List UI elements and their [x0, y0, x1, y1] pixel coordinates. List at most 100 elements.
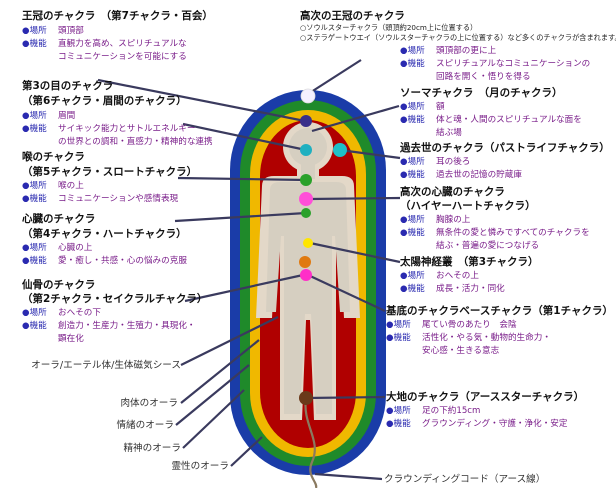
svg-text:●機能: ●機能 — [400, 282, 425, 294]
svg-text:の世界との調和・直感力・精神的な連携: の世界との調和・直感力・精神的な連携 — [58, 135, 213, 147]
svg-text:●場所: ●場所 — [400, 269, 425, 281]
svg-text:●場所: ●場所 — [22, 241, 47, 253]
svg-text:●場所: ●場所 — [22, 109, 47, 121]
chakra-dot-earth-star — [299, 391, 313, 405]
svg-text:●場所: ●場所 — [386, 404, 411, 416]
svg-text:体と魂・人間のスピリチュアルな面を: 体と魂・人間のスピリチュアルな面を — [436, 113, 582, 125]
aura-label-physical: 肉体のオーラ — [120, 397, 178, 409]
chakra-dot-crown — [300, 115, 312, 127]
label-earth-star: 大地のチャクラ（アーススターチャクラ） ●場所 足の下約15cm ●機能 グラウ… — [386, 390, 584, 429]
svg-text:成長・活力・同化: 成長・活力・同化 — [436, 282, 505, 294]
svg-text:●場所: ●場所 — [386, 318, 411, 330]
svg-text:●機能: ●機能 — [400, 57, 425, 69]
svg-text:●機能: ●機能 — [22, 122, 47, 134]
svg-text:（第6チャクラ・眉間のチャクラ）: （第6チャクラ・眉間のチャクラ） — [22, 94, 187, 107]
svg-text:高次の心臓のチャクラ: 高次の心臓のチャクラ — [400, 185, 505, 198]
svg-text:仙骨のチャクラ: 仙骨のチャクラ — [22, 278, 95, 291]
label-past-life: 過去世のチャクラ（パストライフチャクラ） ●場所 耳の後ろ ●機能 過去世の記憶… — [399, 141, 610, 180]
svg-text:胸腺の上: 胸腺の上 — [436, 213, 471, 225]
svg-text:直観力を高め、スピリチュアルな: 直観力を高め、スピリチュアルな — [58, 37, 187, 49]
chakra-dot-root — [300, 269, 312, 281]
svg-text:頭頂部の更に上: 頭頂部の更に上 — [436, 44, 497, 56]
label-crown: 王冠のチャクラ （第7チャクラ・百会） ●場所 頭頂部 ●機能 直観力を高め、ス… — [22, 9, 213, 62]
chakra-dot-heart — [301, 208, 311, 218]
svg-text:無条件の愛と憐みですべてのチャクラを: 無条件の愛と憐みですべてのチャクラを — [436, 226, 590, 238]
svg-text:創造力・生産力・生殖力・具現化・: 創造力・生産力・生殖力・具現化・ — [58, 319, 196, 331]
svg-text:●機能: ●機能 — [22, 319, 47, 331]
aura-labels: オーラ/エーテル体/生体磁気シース 肉体のオーラ 情緒のオーラ 精神のオーラ 霊… — [31, 359, 545, 485]
label-root: 基底のチャクラベースチャクラ（第1チャクラ） ●場所 尾てい骨のあたり 会陰 ●… — [385, 304, 613, 356]
svg-text:グラウンディング・守護・浄化・安定: グラウンディング・守護・浄化・安定 — [422, 417, 568, 429]
svg-text:活性化・やる気・動物的生命力・: 活性化・やる気・動物的生命力・ — [422, 331, 551, 343]
grounding-cord-line — [304, 397, 318, 489]
label-solar-plexus: 太陽神経叢 （第3チャクラ） ●場所 おへその上 ●機能 成長・活力・同化 — [399, 255, 538, 294]
svg-text:（第5チャクラ・スロートチャクラ）: （第5チャクラ・スロートチャクラ） — [22, 165, 197, 178]
label-higher-crown: 高次の王冠のチャクラ ○ソウルスターチャクラ（頭頂約20cm上に位置する） ○ス… — [300, 9, 616, 82]
svg-text:●機能: ●機能 — [22, 192, 47, 204]
svg-text:耳の後ろ: 耳の後ろ — [436, 155, 470, 167]
svg-text:●場所: ●場所 — [400, 213, 425, 225]
svg-text:おへその上: おへその上 — [436, 270, 479, 281]
svg-text:回路を開く・悟りを得る: 回路を開く・悟りを得る — [436, 70, 531, 82]
svg-text:●場所: ●場所 — [22, 24, 47, 36]
svg-text:安心感・生きる意志: 安心感・生きる意志 — [422, 344, 500, 356]
svg-text:ソーマチャクラ （月のチャクラ）: ソーマチャクラ （月のチャクラ） — [400, 86, 563, 99]
leader-lines — [97, 59, 401, 481]
svg-text:●場所: ●場所 — [400, 44, 425, 56]
svg-text:サイキック能力とサトルエネルギー: サイキック能力とサトルエネルギー — [58, 122, 196, 134]
svg-text:頭頂部: 頭頂部 — [58, 24, 84, 36]
svg-text:●機能: ●機能 — [386, 417, 411, 429]
svg-text:心臓のチャクラ: 心臓のチャクラ — [22, 212, 95, 225]
svg-text:大地のチャクラ（アーススターチャクラ）: 大地のチャクラ（アーススターチャクラ） — [386, 390, 584, 403]
label-heart: 心臓のチャクラ （第4チャクラ・ハートチャクラ） ●場所 心臓の上 ●機能 愛・… — [22, 212, 187, 266]
svg-text:眉間: 眉間 — [58, 110, 75, 121]
svg-text:喉のチャクラ: 喉のチャクラ — [22, 150, 85, 163]
label-sacral: 仙骨のチャクラ （第2チャクラ・セイクラルチャクラ） ●場所 おへその下 ●機能… — [22, 278, 207, 344]
svg-text:額: 額 — [436, 100, 445, 112]
svg-text:第3の目のチャクラ: 第3の目のチャクラ — [22, 79, 113, 92]
chakra-dot-higher-heart — [299, 192, 313, 206]
svg-text:愛・癒し・共感・心の悩みの克服: 愛・癒し・共感・心の悩みの克服 — [58, 254, 187, 266]
svg-text:コミュニケーションを可能にする: コミュニケーションを可能にする — [58, 50, 187, 62]
aura-figure — [230, 90, 386, 475]
crown-title: 王冠のチャクラ （第7チャクラ・百会） — [22, 9, 213, 22]
svg-text:●機能: ●機能 — [400, 113, 425, 125]
svg-text:心臓の上: 心臓の上 — [58, 242, 93, 253]
svg-text:●場所: ●場所 — [400, 155, 425, 167]
chakra-dot-sacral — [299, 256, 311, 268]
svg-text:過去世の記憶の貯蔵庫: 過去世の記憶の貯蔵庫 — [436, 168, 522, 180]
svg-text:（ハイヤーハートチャクラ）: （ハイヤーハートチャクラ） — [400, 199, 536, 212]
svg-text:●機能: ●機能 — [400, 226, 425, 238]
physical-body-shape — [266, 128, 350, 414]
chakra-dot-higher-crown — [300, 88, 316, 104]
label-soma: ソーマチャクラ （月のチャクラ） ●場所 額 ●機能 体と魂・人間のスピリチュア… — [400, 86, 582, 138]
svg-text:高次の王冠のチャクラ: 高次の王冠のチャクラ — [300, 9, 405, 22]
svg-text:●場所: ●場所 — [22, 179, 47, 191]
chakra-dot-past-life — [333, 143, 347, 157]
svg-text:結ぶ・普遍の愛につなげる: 結ぶ・普遍の愛につなげる — [436, 239, 539, 251]
svg-text:●機能: ●機能 — [400, 168, 425, 180]
svg-text:○ソウルスターチャクラ（頭頂約20cm上に位置する）: ○ソウルスターチャクラ（頭頂約20cm上に位置する） — [300, 23, 477, 32]
label-higher-heart: 高次の心臓のチャクラ （ハイヤーハートチャクラ） ●場所 胸腺の上 ●機能 無条… — [400, 185, 590, 251]
label-third-eye: 第3の目のチャクラ （第6チャクラ・眉間のチャクラ） ●場所 眉間 ●機能 サイ… — [22, 79, 213, 147]
svg-text:結ぶ場: 結ぶ場 — [436, 126, 462, 138]
svg-text:足の下約15cm: 足の下約15cm — [422, 404, 480, 416]
svg-text:（第2チャクラ・セイクラルチャクラ）: （第2チャクラ・セイクラルチャクラ） — [22, 292, 207, 305]
svg-text:おへその下: おへその下 — [58, 307, 101, 318]
chakra-points — [299, 88, 347, 405]
aura-label-etheric: オーラ/エーテル体/生体磁気シース — [31, 359, 181, 371]
aura-label-mental: 精神のオーラ — [123, 442, 181, 454]
svg-text:太陽神経叢 （第3チャクラ）: 太陽神経叢 （第3チャクラ） — [399, 255, 538, 268]
svg-text:コミュニケーションや感情表現: コミュニケーションや感情表現 — [58, 192, 179, 204]
svg-text:●機能: ●機能 — [22, 37, 47, 49]
svg-text:●場所: ●場所 — [22, 306, 47, 318]
aura-label-spiritual: 霊性のオーラ — [171, 460, 229, 472]
chakra-dot-solar-plexus — [303, 238, 313, 248]
svg-text:基底のチャクラベースチャクラ（第1チャクラ）: 基底のチャクラベースチャクラ（第1チャクラ） — [385, 304, 613, 317]
svg-text:●場所: ●場所 — [400, 100, 425, 112]
svg-text:尾てい骨のあたり 会陰: 尾てい骨のあたり 会陰 — [422, 318, 517, 330]
svg-text:スピリチュアルなコミュニケーションの: スピリチュアルなコミュニケーションの — [436, 58, 590, 69]
svg-text:喉の上: 喉の上 — [58, 179, 84, 191]
grounding-cord-label: クラウンディングコード（アース線） — [384, 473, 545, 485]
